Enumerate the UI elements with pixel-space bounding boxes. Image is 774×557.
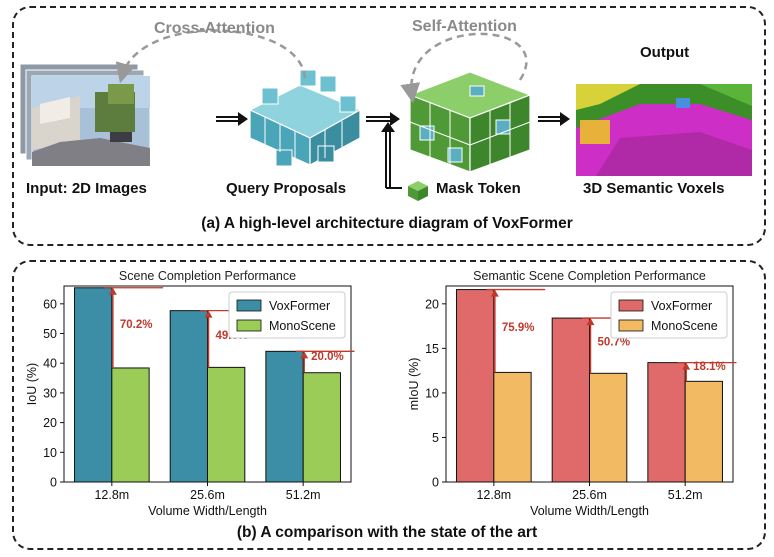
- bar-monoscene-25.6m: [207, 366, 246, 483]
- bar-voxformer-25.6m: [551, 317, 591, 483]
- y-tick-label: 10: [43, 446, 57, 460]
- x-axis-label: Volume Width/Length: [148, 504, 267, 518]
- semantic-scene-completion-chart: Semantic Scene Completion Performance051…: [407, 269, 737, 518]
- comparison-panel: [12, 260, 766, 550]
- improvement-arrowhead: [204, 310, 213, 318]
- scene-completion-chart: Scene Completion Performance 0 10 20 30 40 50 6…: [25, 269, 355, 518]
- improvement-label: 50.7%: [598, 337, 631, 349]
- y-axis-label: mIoU (%): [407, 358, 421, 411]
- y-tick-label: 10: [425, 386, 439, 400]
- y-tick-label: 0: [432, 476, 439, 490]
- y-axis-label: IoU (%): [25, 363, 39, 405]
- y-tick-label: 20: [43, 416, 57, 430]
- bar-monoscene-51.2m: [302, 372, 341, 483]
- self-attention-label: Self-Attention: [412, 18, 517, 35]
- x-tick-label: 12.8m: [94, 488, 129, 502]
- x-axis-label: Volume Width/Length: [530, 504, 649, 518]
- improvement-arrowhead: [300, 351, 309, 359]
- x-tick-label: 51.2m: [668, 488, 703, 502]
- improvement-label: 18.1%: [693, 361, 726, 373]
- panel-a-caption: (a) A high-level architecture diagram of…: [201, 215, 573, 232]
- legend-swatch: [236, 299, 262, 312]
- cross-attention-label: Cross-Attention: [154, 20, 275, 37]
- query-proposals-cubes: [248, 69, 362, 167]
- improvement-label: 20.0%: [311, 351, 344, 363]
- input-images-label: Input: 2D Images: [26, 180, 147, 197]
- x-tick-label: 25.6m: [190, 488, 225, 502]
- architecture-panel: [12, 6, 766, 246]
- legend-label: VoxFormer: [269, 299, 330, 313]
- improvement-arrowhead: [586, 318, 595, 326]
- bar-voxformer-12.8m: [456, 289, 495, 483]
- y-tick-label: 15: [425, 342, 439, 356]
- y-tick-label: 60: [43, 297, 57, 311]
- semantic-voxels-label: 3D Semantic Voxels: [583, 180, 725, 197]
- bar-voxformer-51.2m: [647, 362, 686, 483]
- bar-voxformer-51.2m: [265, 350, 304, 483]
- y-tick-label: 5: [432, 431, 439, 445]
- output-voxels-image: [576, 84, 752, 176]
- mask-token-label: Mask Token: [436, 180, 521, 197]
- mask-token-cube: [408, 181, 428, 201]
- y-tick-label: 20: [425, 297, 439, 311]
- y-tick-label: 50: [43, 327, 57, 341]
- x-tick-label: 12.8m: [476, 488, 511, 502]
- improvement-arrowhead: [108, 287, 117, 295]
- bar-monoscene-12.8m: [493, 371, 532, 483]
- y-tick-label: 0: [50, 476, 57, 490]
- chart-title: Scene Completion Performance: [119, 269, 296, 283]
- y-tick-label: 30: [43, 386, 57, 400]
- architecture-diagram: [19, 29, 752, 201]
- chart-title: Semantic Scene Completion Performance: [473, 269, 706, 283]
- legend-swatch: [618, 319, 644, 332]
- legend-label: VoxFormer: [651, 299, 712, 313]
- bar-monoscene-12.8m: [111, 367, 150, 483]
- x-tick-label: 25.6m: [572, 488, 607, 502]
- bar-monoscene-25.6m: [589, 372, 628, 483]
- legend-label: MonoScene: [651, 319, 718, 333]
- improvement-label: 70.2%: [120, 319, 153, 331]
- input-image-stack: [19, 63, 151, 167]
- output-label: Output: [640, 44, 690, 61]
- legend-swatch: [236, 319, 262, 332]
- bar-monoscene-51.2m: [684, 380, 723, 483]
- legend-swatch: [618, 299, 644, 312]
- legend-label: MonoScene: [269, 319, 336, 333]
- y-tick-label: 40: [43, 357, 57, 371]
- improvement-arrowhead: [490, 289, 499, 297]
- query-proposals-label: Query Proposals: [226, 180, 347, 197]
- improvement-arrowhead: [682, 362, 691, 370]
- improvement-label: 75.9%: [502, 322, 535, 334]
- bar-voxformer-12.8m: [74, 287, 113, 483]
- voxel-block: [408, 71, 532, 173]
- flow-arrows: [216, 112, 570, 189]
- x-tick-label: 51.2m: [286, 488, 321, 502]
- bar-voxformer-25.6m: [169, 310, 209, 483]
- panel-b-caption: (b) A comparison with the state of the a…: [236, 524, 538, 541]
